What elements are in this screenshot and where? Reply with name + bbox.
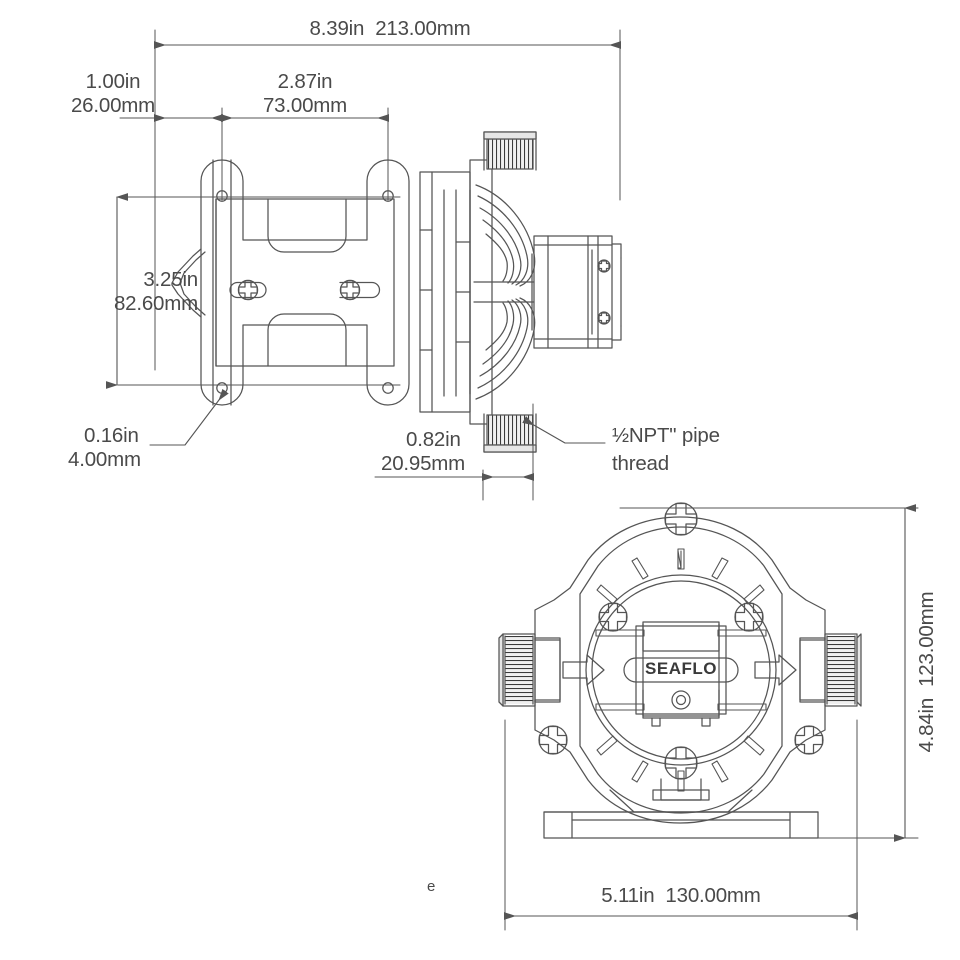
- left-port: [498, 633, 605, 707]
- top-view-geometry: [171, 131, 622, 453]
- pump-head-outline: [534, 516, 826, 824]
- dim-hole-diameter-leader: [149, 388, 229, 446]
- motor-body: [533, 235, 622, 349]
- dim-label-edge-to-first-hole-mm: 26.00mm: [70, 94, 156, 117]
- left-flow-arrow: [562, 654, 605, 686]
- npt-thread-note-line2: thread: [612, 452, 669, 475]
- pressure-switch-housing: [623, 621, 739, 727]
- dim-label-hole-diameter-mm: 4.00mm: [68, 448, 141, 471]
- dim-label-port-width-inch: 0.82in: [406, 428, 461, 451]
- corner-screws: [538, 502, 824, 780]
- npt-thread-leader: [522, 416, 606, 444]
- right-port: [754, 633, 862, 707]
- dim-label-overall-length: 8.39in 213.00mm: [309, 17, 471, 40]
- seaflo-brand-label: SEAFLO: [645, 659, 717, 678]
- dim-label-hole-spacing-width-mm: 82.60mm: [113, 292, 198, 315]
- upper-npt-port: [483, 131, 537, 171]
- front-view-geometry: [498, 502, 862, 839]
- top-view-dimensions: [106, 29, 621, 501]
- radial-ribs: [595, 548, 767, 792]
- dim-label-overall-height: 4.84in 123.00mm: [914, 591, 938, 753]
- pump-dome-assembly: [469, 159, 536, 425]
- pump-head-cover: [585, 574, 777, 766]
- dim-label-hole-spacing-length-inch: 2.87in: [277, 70, 333, 93]
- dim-label-port-width-mm: 20.95mm: [381, 452, 466, 475]
- mounting-bracket: [171, 159, 410, 406]
- dim-label-hole-spacing-width-inch: 3.25in: [143, 268, 198, 291]
- pump-head-block: [419, 171, 471, 413]
- front-view-dimensions: [504, 504, 919, 931]
- mounting-base: [543, 778, 819, 839]
- npt-thread-note-line1: ½NPT" pipe: [612, 424, 720, 447]
- motor-screws: [597, 259, 611, 325]
- dim-label-hole-spacing-length-mm: 73.00mm: [262, 94, 348, 117]
- right-flow-arrow: [754, 654, 797, 686]
- dim-label-edge-to-first-hole-inch: 1.00in: [85, 70, 141, 93]
- bracket-screws: [229, 279, 381, 301]
- stray-character-mark: e: [427, 878, 436, 895]
- dim-label-overall-width: 5.11in 130.00mm: [601, 884, 761, 907]
- dim-label-hole-diameter-inch: 0.16in: [84, 424, 139, 447]
